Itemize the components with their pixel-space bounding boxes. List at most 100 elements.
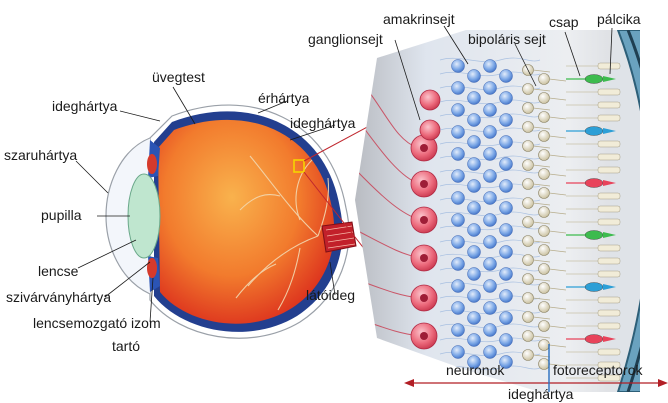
amacrine-cell — [500, 334, 513, 347]
amacrine-cell — [484, 148, 497, 161]
cone-cell — [585, 127, 603, 136]
amacrine-cell — [468, 158, 481, 171]
rod-cell — [598, 115, 620, 121]
amacrine-cell — [468, 224, 481, 237]
amacrine-cell — [452, 302, 465, 315]
amacrine-cell — [484, 236, 497, 249]
amacrine-cell — [468, 268, 481, 281]
amacrine-cell — [484, 324, 497, 337]
bipolar-cell — [539, 226, 550, 237]
amacrine-cell — [484, 280, 497, 293]
ciliary-body-lower — [147, 258, 157, 278]
rod-cell — [598, 219, 620, 225]
label-bipolar: bipoláris sejt — [468, 31, 546, 47]
label-rod: pálcika — [597, 11, 641, 27]
amacrine-cell — [468, 92, 481, 105]
amacrine-cell — [452, 258, 465, 271]
amacrine-cell — [484, 170, 497, 183]
amacrine-cell — [484, 192, 497, 205]
ganglion-nucleus — [420, 294, 428, 302]
bipolar-cell — [539, 131, 550, 142]
amacrine-cell — [452, 346, 465, 359]
amacrine-cell — [500, 246, 513, 259]
amacrine-cell — [468, 246, 481, 259]
bipolar-cell — [539, 321, 550, 332]
ciliary-body-upper — [147, 154, 157, 174]
bipolar-cell — [539, 74, 550, 85]
rod-cell — [598, 193, 620, 199]
amacrine-cell — [452, 280, 465, 293]
amacrine-cell — [452, 192, 465, 205]
rod-cell — [598, 310, 620, 316]
label-ganglion: ganglionsejt — [308, 31, 383, 47]
label-pupil: pupilla — [41, 207, 82, 223]
amacrine-cell — [468, 70, 481, 83]
bipolar-cell — [539, 283, 550, 294]
lens — [128, 174, 160, 258]
axis-arrow-left — [404, 379, 414, 387]
amacrine-cell — [500, 268, 513, 281]
rod-cell — [598, 349, 620, 355]
amacrine-cell — [468, 312, 481, 325]
bipolar-cell — [523, 198, 534, 209]
amacrine-cell — [484, 302, 497, 315]
amacrine-cell — [468, 114, 481, 127]
bipolar-cell — [523, 312, 534, 323]
amacrine-cell — [484, 346, 497, 359]
amacrine-cell — [500, 312, 513, 325]
amacrine-cell — [452, 214, 465, 227]
bipolar-cell — [539, 340, 550, 351]
bipolar-cell — [523, 160, 534, 171]
label-iris: szivárványhártya — [6, 289, 111, 305]
amacrine-cell — [484, 60, 497, 73]
bipolar-cell — [539, 169, 550, 180]
amacrine-cell — [452, 104, 465, 117]
label-retina-bottom: ideghártya — [508, 386, 574, 402]
cone-cell — [585, 179, 603, 188]
label-ciliary-2: tartó — [112, 338, 140, 354]
bipolar-cell — [523, 84, 534, 95]
rod-cell — [598, 206, 620, 212]
bipolar-cell — [539, 245, 550, 256]
bipolar-cell — [539, 359, 550, 370]
amacrine-cell — [452, 170, 465, 183]
label-optic-nerve: látóideg — [306, 287, 355, 303]
bipolar-cell — [539, 150, 550, 161]
bipolar-cell — [539, 93, 550, 104]
bipolar-cell — [523, 179, 534, 190]
bipolar-cell — [523, 236, 534, 247]
rod-cell — [598, 297, 620, 303]
bipolar-cell — [523, 122, 534, 133]
ganglion-cell — [420, 90, 440, 110]
rod-cell — [598, 258, 620, 264]
ganglion-nucleus — [420, 180, 428, 188]
amacrine-cell — [500, 290, 513, 303]
amacrine-cell — [500, 92, 513, 105]
axis-arrow-right — [658, 379, 668, 387]
amacrine-cell — [452, 60, 465, 73]
label-cornea: szaruhártya — [4, 147, 77, 163]
rod-cell — [598, 154, 620, 160]
bipolar-cell — [539, 112, 550, 123]
amacrine-cell — [452, 82, 465, 95]
bipolar-cell — [539, 188, 550, 199]
label-choroid: érhártya — [258, 90, 310, 106]
amacrine-cell — [468, 202, 481, 215]
amacrine-cell — [484, 82, 497, 95]
bipolar-cell — [539, 302, 550, 313]
label-neurons: neuronok — [446, 362, 505, 378]
ganglion-nucleus — [420, 144, 428, 152]
amacrine-cell — [500, 136, 513, 149]
amacrine-cell — [484, 126, 497, 139]
amacrine-cell — [500, 180, 513, 193]
cone-cell — [585, 335, 603, 344]
rod-cell — [598, 245, 620, 251]
ganglion-nucleus — [420, 332, 428, 340]
retina-magnification — [355, 30, 668, 392]
rod-cell — [598, 323, 620, 329]
rod-cell — [598, 89, 620, 95]
rod-cell — [598, 141, 620, 147]
amacrine-cell — [452, 324, 465, 337]
amacrine-cell — [452, 236, 465, 249]
amacrine-cell — [500, 158, 513, 171]
